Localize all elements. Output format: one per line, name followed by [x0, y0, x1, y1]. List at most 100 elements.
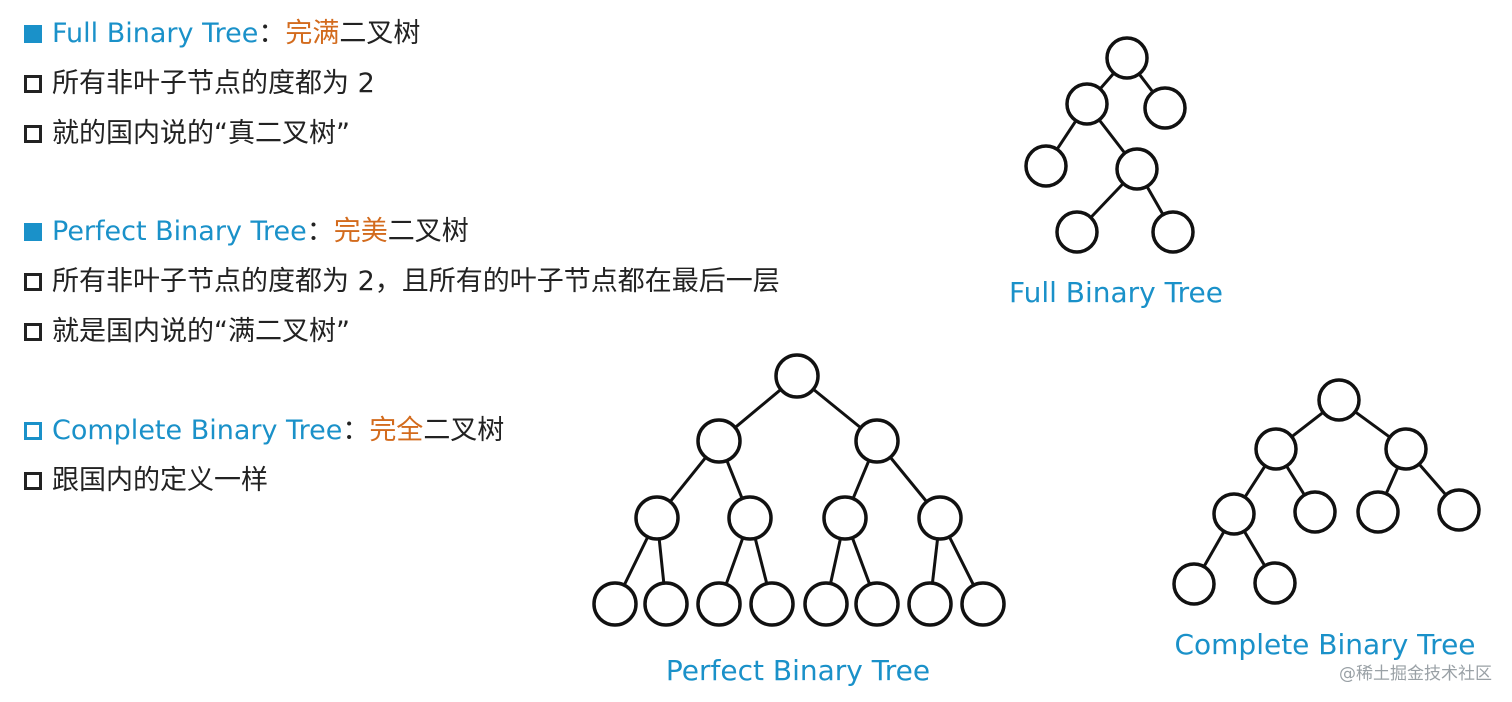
- section-heading-perfect: Perfect Binary Tree ： 完美 二叉树: [24, 210, 469, 254]
- tree-edge: [948, 536, 975, 586]
- filled-square-bullet-icon: [24, 25, 42, 43]
- term-perfect-binary-tree: Perfect Binary Tree: [52, 216, 307, 247]
- tree-node: [634, 495, 680, 541]
- tree-node: [1172, 562, 1216, 606]
- tree-node: [696, 418, 742, 464]
- tree-node: [696, 581, 742, 627]
- point-full-2: 就的国内说的“真二叉树”: [24, 112, 350, 156]
- caption-full-binary-tree: Full Binary Tree: [1009, 276, 1223, 309]
- tree-edge: [1137, 73, 1155, 93]
- tree-edge: [1089, 182, 1125, 219]
- tree-node: [1105, 36, 1149, 80]
- tree-node: [727, 495, 773, 541]
- tree-edge: [1354, 410, 1391, 439]
- tree-edge: [622, 536, 650, 586]
- tree-node: [1356, 490, 1400, 534]
- tree-node: [803, 581, 849, 627]
- tree-node: [1065, 82, 1109, 126]
- tree-node: [1024, 144, 1068, 188]
- tree-node: [1115, 147, 1159, 191]
- tree-node: [822, 495, 868, 541]
- accent-word: 完全: [369, 415, 424, 446]
- hollow-square-bullet-icon: [24, 75, 42, 93]
- rest-word: 二叉树: [423, 415, 505, 446]
- full-binary-tree-diagram: [1024, 36, 1195, 254]
- tree-node: [1384, 427, 1428, 471]
- tree-edge: [850, 537, 872, 585]
- tree-edge: [1243, 464, 1267, 499]
- tree-edge: [1290, 411, 1325, 438]
- tree-edge: [1145, 185, 1165, 216]
- tree-edge: [657, 538, 666, 584]
- section-heading-complete: Complete Binary Tree ： 完全 二叉树: [24, 409, 504, 453]
- tree-edge: [1055, 119, 1078, 151]
- caption-complete-binary-tree: Complete Binary Tree: [1174, 628, 1475, 661]
- tree-node: [592, 581, 638, 627]
- tree-node: [1293, 490, 1337, 534]
- tree-node: [1143, 86, 1187, 130]
- point-perfect-1: 所有非叶子节点的度都为 2，且所有的叶子节点都在最后一层: [24, 260, 780, 304]
- tree-edge: [734, 388, 782, 429]
- tree-edge: [812, 388, 862, 429]
- colon-separator: ：: [342, 415, 370, 446]
- tree-edge: [1098, 118, 1126, 155]
- point-text: 就是国内说的“满二叉树”: [52, 316, 350, 347]
- tree-node: [1151, 210, 1195, 254]
- point-text: 跟国内的定义一样: [52, 465, 268, 496]
- tree-edge: [1285, 465, 1306, 496]
- point-text: 就的国内说的“真二叉树”: [52, 118, 350, 149]
- tree-node: [1437, 488, 1481, 532]
- tree-node: [854, 581, 900, 627]
- section-heading-full: Full Binary Tree ： 完满 二叉树: [24, 12, 420, 56]
- tree-edge: [669, 456, 707, 503]
- tree-edge: [724, 537, 745, 585]
- tree-edge: [1242, 530, 1267, 567]
- tree-node: [1317, 378, 1361, 422]
- tree-node: [774, 353, 820, 399]
- point-text: 所有非叶子节点的度都为 2，且所有的叶子节点都在最后一层: [52, 266, 780, 297]
- tree-edge: [1202, 530, 1226, 568]
- rest-word: 二叉树: [339, 18, 421, 49]
- hollow-blue-square-bullet-icon: [24, 422, 42, 440]
- caption-perfect-binary-tree: Perfect Binary Tree: [666, 654, 930, 687]
- term-full-binary-tree: Full Binary Tree: [52, 18, 259, 49]
- accent-word: 完满: [285, 18, 340, 49]
- hollow-square-bullet-icon: [24, 125, 42, 143]
- point-perfect-2: 就是国内说的“满二叉树”: [24, 310, 350, 354]
- tree-node: [854, 418, 900, 464]
- point-text: 所有非叶子节点的度都为 2: [52, 68, 375, 99]
- point-complete-1: 跟国内的定义一样: [24, 459, 268, 503]
- tree-node: [1055, 210, 1099, 254]
- tree-node: [907, 581, 953, 627]
- tree-edge: [829, 538, 842, 584]
- rest-word: 二叉树: [387, 216, 469, 247]
- colon-separator: ：: [306, 216, 334, 247]
- tree-node: [643, 581, 689, 627]
- tree-edge: [753, 537, 769, 585]
- perfect-binary-tree-diagram: [592, 353, 1006, 627]
- tree-edge: [851, 459, 871, 500]
- hollow-square-bullet-icon: [24, 323, 42, 341]
- hollow-square-bullet-icon: [24, 273, 42, 291]
- tree-edge: [1098, 72, 1116, 90]
- tree-node: [1253, 561, 1297, 605]
- tree-node: [749, 581, 795, 627]
- tree-edge: [1384, 466, 1400, 495]
- accent-word: 完美: [333, 216, 388, 247]
- filled-square-bullet-icon: [24, 223, 42, 241]
- tree-node: [1254, 427, 1298, 471]
- tree-node: [960, 581, 1006, 627]
- point-full-1: 所有非叶子节点的度都为 2: [24, 62, 375, 106]
- hollow-square-bullet-icon: [24, 472, 42, 490]
- tree-edge: [1417, 463, 1448, 496]
- complete-binary-tree-diagram: [1172, 378, 1481, 606]
- tree-edge: [889, 456, 928, 503]
- colon-separator: ：: [258, 18, 286, 49]
- tree-node: [1212, 492, 1256, 536]
- tree-edge: [725, 459, 744, 500]
- tree-node: [917, 495, 963, 541]
- term-complete-binary-tree: Complete Binary Tree: [52, 415, 343, 446]
- tree-edge: [930, 538, 940, 584]
- watermark: @稀土掘金技术社区: [1339, 664, 1492, 684]
